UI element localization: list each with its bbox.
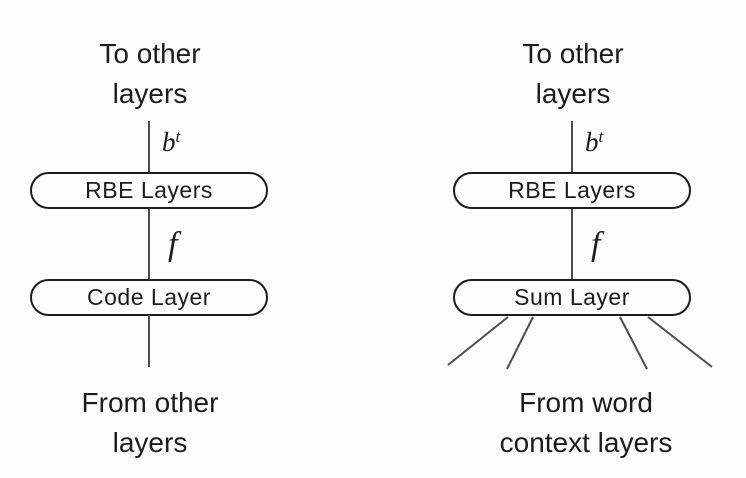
left-connector-bottom [148,315,150,367]
left-connector-middle [148,209,150,281]
right-bt-superscript: t [598,127,604,146]
right-bottom-label-line2: context layers [499,427,673,458]
left-top-label-line1: To other [99,38,201,69]
left-bottom-io-label: From other layers [0,383,300,463]
right-top-label-line2: layers [535,78,611,109]
right-rbe-layers-label: RBE Layers [508,177,636,203]
left-bt-superscript: t [175,127,181,146]
left-connector-top [148,121,150,175]
left-top-io-label: To other layers [0,34,300,114]
left-top-label-line2: layers [112,78,188,109]
right-diagram: To other layers bt RBE Layers f Sum Laye… [423,0,723,478]
word-context-fanout-lines [447,316,713,370]
right-edge-label-bt: bt [585,127,603,158]
right-top-io-label: To other layers [423,34,723,114]
left-code-layer-label: Code Layer [87,284,211,310]
right-connector-middle [571,209,573,281]
right-connector-top [571,121,573,175]
right-top-label-line1: To other [522,38,624,69]
left-bottom-label-line2: layers [112,427,188,458]
left-rbe-layers-label: RBE Layers [85,177,213,203]
left-edge-label-f: f [168,226,177,264]
right-bottom-label-line1: From word [519,387,653,418]
right-sum-layer-box: Sum Layer [453,279,691,316]
left-code-layer-box: Code Layer [30,279,268,316]
left-bt-base: b [162,127,176,157]
left-rbe-layers-box: RBE Layers [30,172,268,209]
right-edge-label-f: f [591,226,600,264]
right-f-symbol: f [591,226,601,263]
left-diagram: To other layers bt RBE Layers f Code Lay… [0,0,300,478]
left-edge-label-bt: bt [162,127,180,158]
right-rbe-layers-box: RBE Layers [453,172,691,209]
right-bt-base: b [585,127,599,157]
left-f-symbol: f [168,226,178,263]
right-sum-layer-label: Sum Layer [514,284,630,310]
right-bottom-io-label: From word context layers [436,383,736,463]
left-bottom-label-line1: From other [81,387,219,418]
